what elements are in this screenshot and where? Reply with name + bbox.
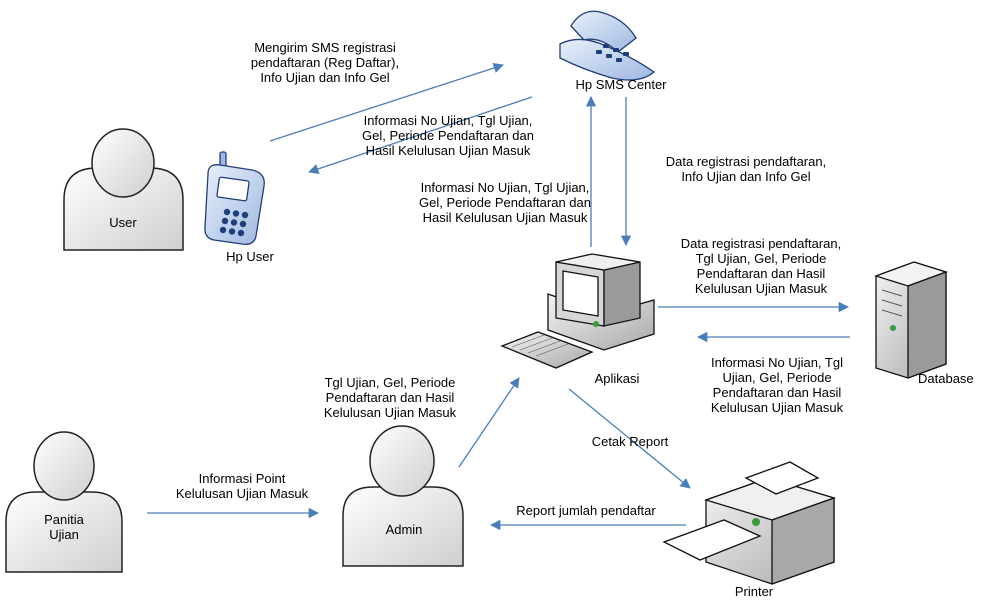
flow-label-app-to-db: Data registrasi pendaftaran, Tgl Ujian, … — [680, 236, 842, 296]
flow-label-sms-to-user: Informasi No Ujian, Tgl Ujian, Gel, Peri… — [361, 113, 534, 158]
database-label: Database — [918, 371, 974, 386]
flow-label-sms-to-app: Data registrasi pendaftaran, Info Ujian … — [665, 154, 827, 184]
flow-label-panitia-to-admin: Informasi Point Kelulusan Ujian Masuk — [175, 471, 309, 501]
arrow-admin-to-app — [458, 377, 520, 468]
printer-icon — [662, 461, 837, 585]
panitia-label: Panitia Ujian — [44, 512, 84, 542]
flow-label-printer-to-admin: Report jumlah pendaftar — [516, 503, 656, 518]
hp-sms-center-phone-icon — [559, 10, 656, 81]
arrow-app-to-printer — [568, 388, 691, 489]
hp-user-phone-icon — [204, 151, 265, 245]
aplikasi-computer-icon — [500, 253, 655, 369]
admin-person-icon — [342, 425, 464, 567]
panitia-person-icon — [5, 431, 123, 573]
flow-label-db-to-app: Informasi No Ujian, Tgl Ujian, Gel, Peri… — [710, 355, 844, 415]
hp-sms-center-label: Hp SMS Center — [575, 77, 667, 92]
flow-label-admin-to-app: Tgl Ujian, Gel, Periode Pendaftaran dan … — [323, 375, 457, 420]
arrow-user-to-sms — [269, 62, 504, 142]
arrow-sms-to-user — [308, 96, 533, 174]
admin-label: Admin — [385, 522, 423, 537]
printer-label: Printer — [734, 584, 774, 599]
aplikasi-label: Aplikasi — [594, 371, 640, 386]
flow-label-app-to-printer: Cetak Report — [591, 434, 669, 449]
database-server-icon — [873, 261, 949, 379]
flow-label-app-to-sms: Informasi No Ujian, Tgl Ujian, Gel, Peri… — [418, 180, 591, 225]
user-person-icon — [63, 128, 184, 251]
user-label: User — [109, 215, 137, 230]
flow-label-user-to-sms: Mengirim SMS registrasi pendaftaran (Reg… — [250, 40, 400, 85]
hp-user-label: Hp User — [226, 249, 274, 264]
